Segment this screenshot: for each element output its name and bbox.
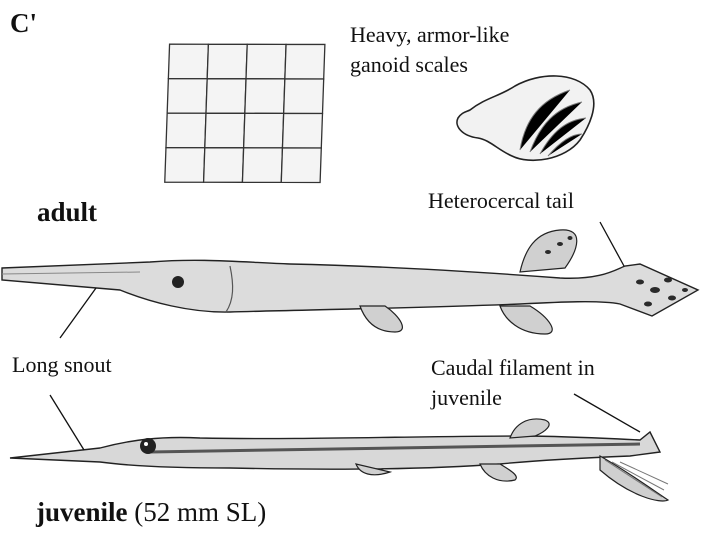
- juvenile-fish-illustration: [10, 419, 668, 501]
- caudal-filament-line2: juvenile: [431, 383, 595, 413]
- scales-label-line1: Heavy, armor-like: [350, 20, 509, 50]
- adult-fish-illustration: [2, 230, 698, 334]
- adult-label: adult: [37, 197, 97, 228]
- long-snout-label: Long snout: [12, 352, 112, 377]
- caudal-filament-label: Caudal filament in juvenile: [431, 353, 595, 413]
- panel-label: C': [10, 8, 37, 39]
- scales-label: Heavy, armor-like ganoid scales: [350, 20, 509, 80]
- single-scale-illustration: [457, 76, 594, 160]
- heterocercal-tail-label: Heterocercal tail: [428, 188, 574, 213]
- scales-label-line2: ganoid scales: [350, 50, 509, 80]
- scale-grid-illustration: [141, 13, 348, 214]
- juvenile-size: (52 mm SL): [134, 497, 266, 527]
- juvenile-word: juvenile: [36, 497, 128, 527]
- juvenile-label: juvenile (52 mm SL): [36, 497, 266, 528]
- caudal-filament-line1: Caudal filament in: [431, 353, 595, 383]
